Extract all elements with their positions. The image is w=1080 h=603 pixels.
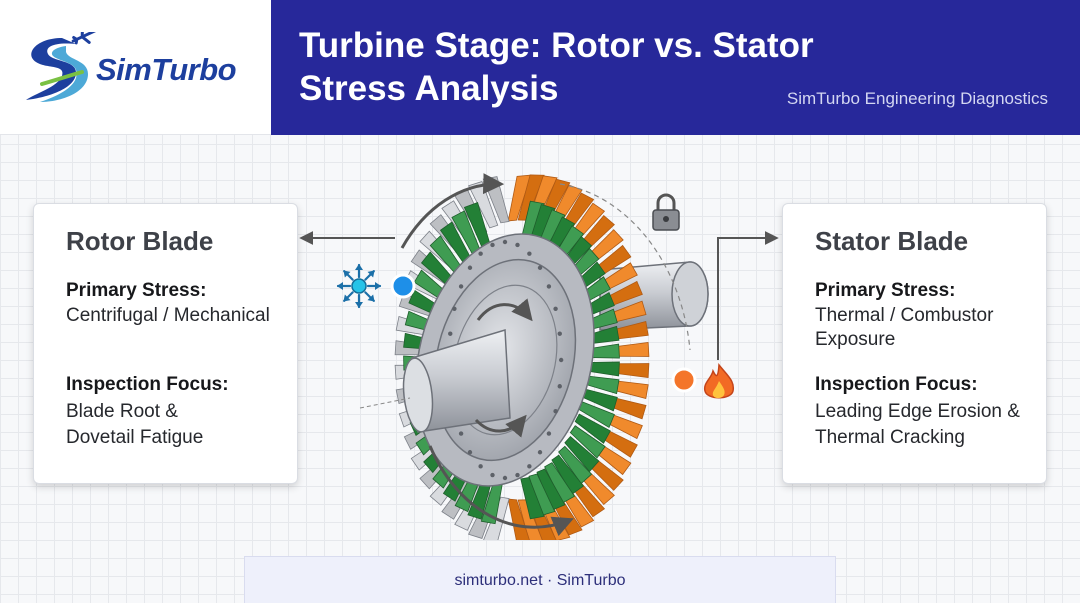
burst-arrowhead: [337, 282, 343, 290]
bolt: [467, 265, 473, 270]
bolt: [478, 464, 483, 469]
rotor-blade-card: Rotor Blade Primary Stress: Centrifugal …: [33, 203, 298, 484]
rotor-marker[interactable]: [390, 273, 416, 299]
header: SimTurbo Turbine Stage: Rotor vs. Stator…: [0, 0, 1080, 135]
stator-focus-label: Inspection Focus:: [815, 374, 978, 395]
bolt: [458, 431, 464, 436]
bolt: [515, 472, 520, 478]
stator-blade: [517, 174, 545, 221]
stator-stress-label: Primary Stress:: [815, 280, 956, 301]
stator-blade: [517, 499, 543, 540]
title-bar: Turbine Stage: Rotor vs. Stator Stress A…: [271, 0, 1080, 135]
rotation-arrow: [400, 173, 505, 249]
bolt: [448, 331, 453, 336]
bolt: [490, 472, 495, 478]
bolt: [546, 431, 552, 436]
bolt: [502, 475, 508, 481]
footer[interactable]: simturbo.net · SimTurbo: [244, 556, 836, 603]
rotation-arrow: [476, 298, 533, 322]
burst-arrowhead: [355, 302, 363, 308]
page-title: Turbine Stage: Rotor vs. Stator Stress A…: [299, 26, 814, 108]
bolt: [557, 384, 562, 389]
rotor-blade: [569, 425, 606, 459]
brand-name: SimTurbo: [96, 52, 237, 87]
stator-blade: [507, 498, 530, 540]
burst-arrowhead: [343, 294, 351, 302]
rotor-blade: [564, 435, 600, 473]
bolt: [527, 464, 532, 469]
flame-icon: [703, 363, 735, 399]
bolt: [515, 242, 520, 248]
stator-connector-arrow: [717, 231, 779, 360]
logo[interactable]: SimTurbo: [0, 0, 271, 135]
lock-icon: [652, 193, 680, 231]
bolt: [553, 306, 558, 312]
bolt: [558, 357, 564, 363]
bolt: [527, 251, 532, 256]
bolt: [537, 265, 543, 270]
centrifugal-burst-icon: [336, 263, 382, 309]
rotor-focus-label: Inspection Focus:: [66, 374, 229, 395]
rotor-focus-value: Blade Root & Dovetail Fatigue: [66, 401, 204, 448]
bolt: [553, 408, 558, 414]
burst-arrowhead: [343, 270, 351, 278]
rotor-stress-label: Primary Stress:: [66, 280, 207, 301]
bolt: [546, 284, 552, 289]
stator-focus-value: Leading Edge Erosion & Thermal Cracking: [815, 401, 1020, 448]
bolt: [452, 306, 457, 312]
stator-blade: [468, 181, 499, 229]
rotor-heading: Rotor Blade: [66, 226, 214, 256]
stator-marker[interactable]: [671, 367, 697, 393]
burst-arrowhead: [355, 264, 363, 270]
stator-heading: Stator Blade: [815, 226, 969, 256]
rotor-stress-value: Centrifugal / Mechanical: [66, 305, 270, 326]
stator-blade-card: Stator Blade Primary Stress: Thermal / C…: [782, 203, 1047, 484]
bolt: [557, 331, 562, 336]
bolt: [467, 450, 473, 455]
bolt: [478, 251, 483, 256]
rotor-blade: [574, 413, 611, 444]
rotor-blade: [520, 476, 545, 520]
airplane-icon: [71, 32, 97, 45]
bolt: [490, 242, 495, 248]
rotation-arrow: [428, 445, 574, 537]
bolt-ring: [446, 239, 564, 481]
bolt: [458, 284, 464, 289]
bolt: [537, 450, 543, 455]
burst-arrowhead: [367, 294, 375, 302]
bolt: [502, 239, 508, 245]
simturbo-swoosh-icon: [26, 32, 97, 102]
stator-stress-value: Thermal / Combustor Exposure: [815, 305, 994, 350]
burst-arrowhead: [367, 270, 375, 278]
rotation-arrow: [474, 414, 527, 438]
page-subtitle: SimTurbo Engineering Diagnostics: [786, 89, 1048, 108]
burst-arrowhead: [375, 282, 381, 290]
turbine-stage-diagram: [299, 173, 779, 540]
